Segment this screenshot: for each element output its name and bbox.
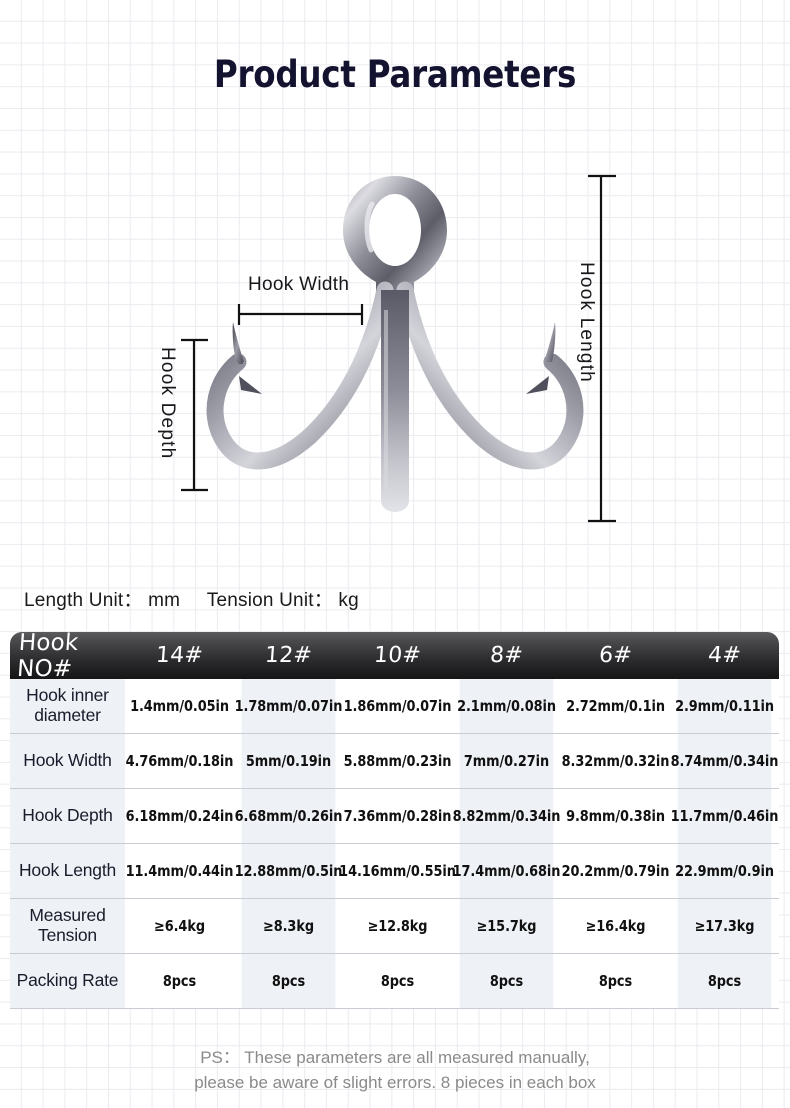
table-cell: 8pcs xyxy=(132,954,227,1008)
row-label: Packing Rate xyxy=(10,954,125,1008)
hook-tine-left xyxy=(206,281,394,470)
row-label: Hook Depth xyxy=(10,789,125,843)
table-cell: 17.4mm/0.68in xyxy=(453,844,560,898)
table-cell: ≥8.3kg xyxy=(241,899,336,953)
dimension-line-hook-width xyxy=(237,304,364,325)
table-header-size-14: 14# xyxy=(155,643,204,668)
table-header-row: Hook NO# 14# 12# 10# 8# 6# 4# xyxy=(10,632,779,679)
table-cell: 6.18mm/0.24in xyxy=(126,789,233,843)
table-cell: ≥16.4kg xyxy=(568,899,663,953)
table-cell: 1.78mm/0.07in xyxy=(235,679,342,733)
table-cell: 8pcs xyxy=(241,954,336,1008)
hook-length-label: Hook Length xyxy=(576,262,597,383)
table-cell: 2.72mm/0.1in xyxy=(566,679,665,733)
table-cell: 11.4mm/0.44in xyxy=(126,844,233,898)
footer-line-1: PS： These parameters are all measured ma… xyxy=(200,1048,590,1067)
hook-width-label: Hook Width xyxy=(248,274,350,295)
table-cell: 1.86mm/0.07in xyxy=(344,679,451,733)
specifications-table: Hook NO# 14# 12# 10# 8# 6# 4# Hook inner diame… xyxy=(10,632,779,1009)
hook-tine-right xyxy=(396,281,584,470)
dimension-line-hook-depth xyxy=(181,338,208,492)
table-cell: ≥12.8kg xyxy=(350,899,445,953)
table-header-size-6: 6# xyxy=(598,643,633,668)
hook-depth-label: Hook Depth xyxy=(157,347,178,460)
hook-spear-right xyxy=(544,322,556,362)
table-cell: 22.9mm/0.9in xyxy=(675,844,774,898)
hook-barb-left xyxy=(239,376,262,394)
table-cell: ≥17.3kg xyxy=(677,899,772,953)
table-cell: 20.2mm/0.79in xyxy=(562,844,669,898)
table-cell: 11.7mm/0.46in xyxy=(671,789,778,843)
table-row: Measured Tension≥6.4kg ≥8.3kg ≥12.8kg ≥15.7… xyxy=(10,899,779,954)
table-cell: 8pcs xyxy=(350,954,445,1008)
footer-line-2: please be aware of slight errors. 8 piec… xyxy=(194,1072,596,1092)
length-unit-label: Length Unit： xyxy=(24,590,143,611)
row-label: Hook inner diameter xyxy=(10,679,125,733)
row-label: Measured Tension xyxy=(10,899,125,953)
table-cell: 2.9mm/0.11in xyxy=(675,679,774,733)
table-cell: 14.16mm/0.55in xyxy=(339,844,456,898)
hook-barb-right xyxy=(526,376,549,394)
table-cell: 7.36mm/0.28in xyxy=(344,789,451,843)
hook-eye-hole xyxy=(369,194,421,266)
hook-spear-left xyxy=(232,322,244,362)
dimension-line-hook-length xyxy=(588,174,616,523)
table-cell: 7mm/0.27in xyxy=(459,734,554,788)
table-header-size-10: 10# xyxy=(373,643,422,668)
table-header-size-8: 8# xyxy=(489,643,524,668)
table-cell: 8.82mm/0.34in xyxy=(453,789,560,843)
row-label: Hook Width xyxy=(10,734,125,788)
table-cell: 1.4mm/0.05in xyxy=(130,679,229,733)
hook-diagram: Hook Width Hook Length Hook Depth xyxy=(0,150,790,570)
table-cell: 6.68mm/0.26in xyxy=(235,789,342,843)
table-cell: 5.88mm/0.23in xyxy=(344,734,451,788)
table-cell: 4.76mm/0.18in xyxy=(126,734,233,788)
page-title: Product Parameters xyxy=(213,53,577,96)
units-line: Length Unit： mm Tension Unit： kg xyxy=(24,585,359,612)
row-label: Hook Length xyxy=(10,844,125,898)
table-cell: ≥6.4kg xyxy=(132,899,227,953)
table-cell: 2.1mm/0.08in xyxy=(457,679,556,733)
table-cell: ≥15.7kg xyxy=(459,899,554,953)
table-cell: 8pcs xyxy=(459,954,554,1008)
table-cell: 8pcs xyxy=(677,954,772,1008)
footer-note: PS： These parameters are all measured ma… xyxy=(0,1046,790,1095)
table-cell: 8pcs xyxy=(568,954,663,1008)
treble-hook-illustration xyxy=(181,174,616,523)
table-cell: 8.74mm/0.34in xyxy=(671,734,778,788)
table-header-size-4: 4# xyxy=(707,643,742,668)
eye-highlight xyxy=(364,201,375,253)
table-cell: 9.8mm/0.38in xyxy=(566,789,665,843)
table-header-title: Hook NO# xyxy=(16,632,80,679)
table-header-size-12: 12# xyxy=(264,643,313,668)
tension-unit-label: Tension Unit： xyxy=(206,590,333,611)
table-cell: 8.32mm/0.32in xyxy=(562,734,669,788)
table-cell: 12.88mm/0.5in xyxy=(235,844,342,898)
tension-unit-value: kg xyxy=(338,590,359,611)
table-cell: 5mm/0.19in xyxy=(241,734,336,788)
length-unit-value: mm xyxy=(148,590,181,611)
